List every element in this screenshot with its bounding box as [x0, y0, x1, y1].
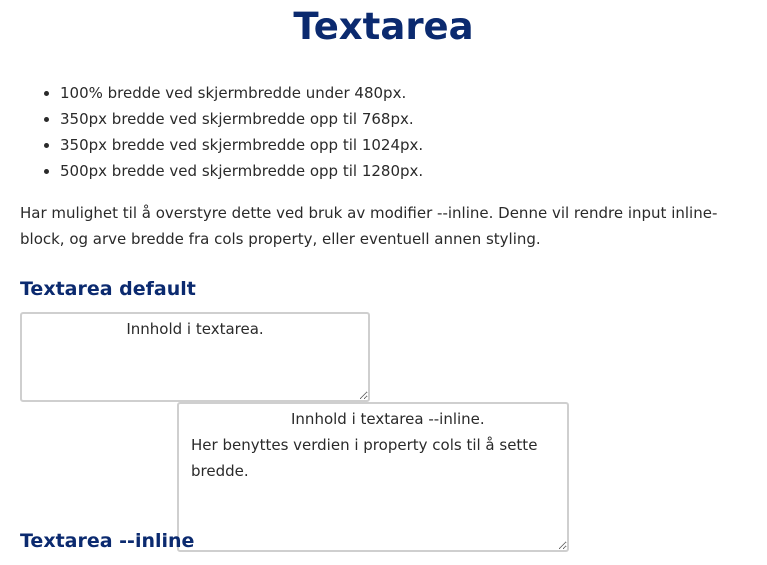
section-heading-default: Textarea default: [20, 278, 196, 300]
list-item: 100% bredde ved skjermbredde under 480px…: [60, 80, 423, 106]
width-rules-list: 100% bredde ved skjermbredde under 480px…: [20, 80, 423, 184]
list-item: 500px bredde ved skjermbredde opp til 12…: [60, 158, 423, 184]
description-paragraph: Har mulighet til å overstyre dette ved b…: [20, 204, 718, 248]
section-heading-inline: Textarea --inline: [20, 530, 195, 552]
textarea-default[interactable]: Innhold i textarea.: [20, 312, 370, 402]
list-item: 350px bredde ved skjermbredde opp til 76…: [60, 106, 423, 132]
list-item: 350px bredde ved skjermbredde opp til 10…: [60, 132, 423, 158]
textarea-inline[interactable]: Innhold i textarea --inline. Her benytte…: [177, 402, 569, 552]
page-title: Textarea: [293, 5, 474, 48]
